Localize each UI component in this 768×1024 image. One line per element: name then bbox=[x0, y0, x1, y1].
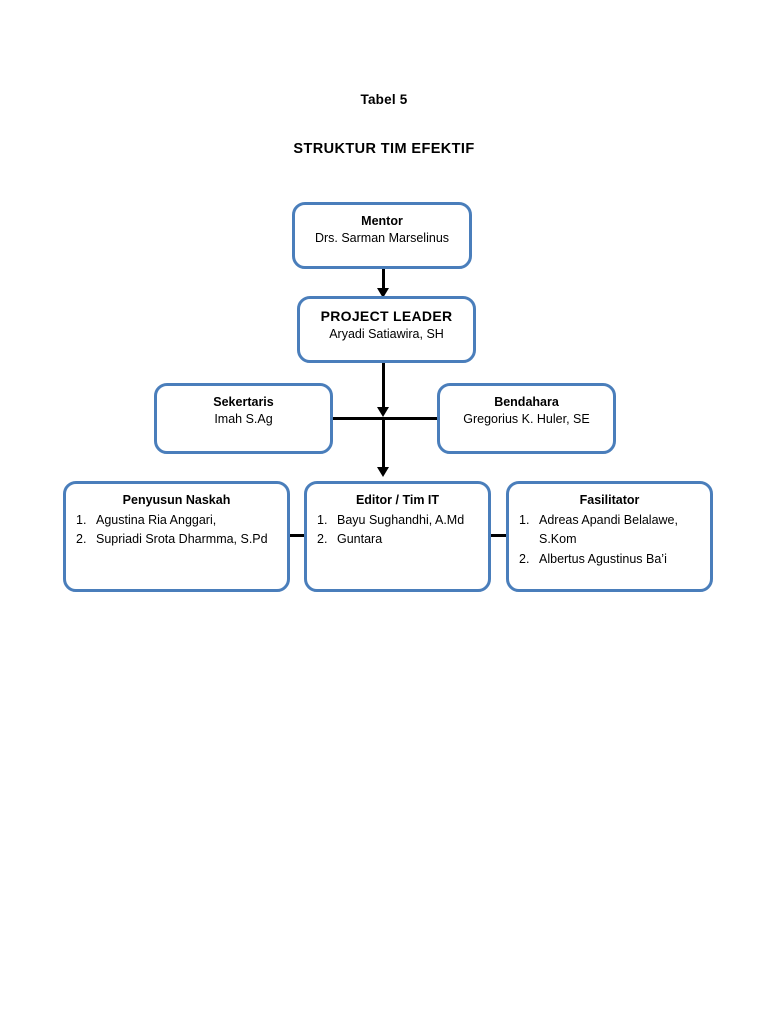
list-item: 1. Bayu Sughandhi, A.Md bbox=[317, 511, 478, 530]
node-penyusun-naskah-title: Penyusun Naskah bbox=[122, 493, 231, 507]
list-item: 1. Adreas Apandi Belalawe, S.Kom bbox=[519, 511, 700, 550]
node-editor-tim-it[interactable]: Editor / Tim IT 1. Bayu Sughandhi, A.Md … bbox=[304, 481, 491, 592]
list-item-label: Albertus Agustinus Ba’i bbox=[539, 551, 667, 566]
connector-project-leader-to-team-bar bbox=[382, 363, 385, 412]
node-fasilitator[interactable]: Fasilitator 1. Adreas Apandi Belalawe, S… bbox=[506, 481, 713, 592]
arrowhead-down-icon bbox=[377, 467, 389, 477]
node-editor-tim-it-members: 1. Bayu Sughandhi, A.Md 2. Guntara bbox=[317, 511, 478, 550]
list-item-number: 2. bbox=[76, 532, 87, 547]
list-item: 2. Supriadi Srota Dharmma, S.Pd bbox=[76, 530, 277, 549]
table-label: Tabel 5 bbox=[360, 92, 408, 107]
connector-mentor-to-project-leader bbox=[382, 269, 385, 291]
connector-editor-to-fasilitator bbox=[491, 534, 507, 537]
list-item: 2. Albertus Agustinus Ba’i bbox=[519, 550, 700, 569]
node-editor-tim-it-title: Editor / Tim IT bbox=[355, 493, 440, 507]
node-sekertaris-title: Sekertaris bbox=[213, 395, 274, 409]
page-title: STRUKTUR TIM EFEKTIF bbox=[293, 141, 475, 157]
list-item-label: Adreas Apandi Belalawe, S.Kom bbox=[539, 512, 678, 547]
connector-team-crossbar bbox=[333, 417, 438, 420]
node-fasilitator-title: Fasilitator bbox=[579, 493, 640, 507]
list-item: 1. Agustina Ria Anggari, bbox=[76, 511, 277, 530]
arrowhead-down-icon bbox=[377, 407, 389, 417]
list-item: 2. Guntara bbox=[317, 530, 478, 549]
node-mentor-name: Drs. Sarman Marselinus bbox=[314, 230, 450, 245]
node-penyusun-naskah[interactable]: Penyusun Naskah 1. Agustina Ria Anggari,… bbox=[63, 481, 290, 592]
node-project-leader[interactable]: PROJECT LEADER Aryadi Satiawira, SH bbox=[297, 296, 476, 363]
list-item-number: 2. bbox=[317, 532, 328, 547]
node-mentor-title: Mentor bbox=[361, 214, 403, 228]
connector-penyusun-to-editor bbox=[290, 534, 305, 537]
list-item-label: Guntara bbox=[337, 532, 383, 547]
node-bendahara[interactable]: Bendahara Gregorius K. Huler, SE bbox=[437, 383, 616, 454]
node-project-leader-title: PROJECT LEADER bbox=[320, 308, 453, 324]
list-item-number: 1. bbox=[519, 512, 530, 527]
list-item-label: Bayu Sughandhi, A.Md bbox=[337, 512, 465, 527]
node-bendahara-name: Gregorius K. Huler, SE bbox=[463, 411, 590, 426]
node-bendahara-title: Bendahara bbox=[494, 395, 559, 409]
node-sekertaris[interactable]: Sekertaris Imah S.Ag bbox=[154, 383, 333, 454]
arrowhead-down-icon bbox=[377, 288, 389, 298]
node-mentor[interactable]: Mentor Drs. Sarman Marselinus bbox=[292, 202, 472, 269]
list-item-label: Supriadi Srota Dharmma, S.Pd bbox=[96, 532, 268, 547]
list-item-number: 1. bbox=[317, 512, 328, 527]
list-item-label: Agustina Ria Anggari, bbox=[96, 512, 217, 527]
connector-team-bar-to-editor bbox=[382, 420, 385, 471]
node-project-leader-name: Aryadi Satiawira, SH bbox=[329, 326, 444, 341]
node-sekertaris-name: Imah S.Ag bbox=[214, 411, 273, 426]
node-penyusun-naskah-members: 1. Agustina Ria Anggari, 2. Supriadi Sro… bbox=[76, 511, 277, 550]
list-item-number: 1. bbox=[76, 512, 87, 527]
node-fasilitator-members: 1. Adreas Apandi Belalawe, S.Kom 2. Albe… bbox=[519, 511, 700, 569]
list-item-number: 2. bbox=[519, 551, 530, 566]
